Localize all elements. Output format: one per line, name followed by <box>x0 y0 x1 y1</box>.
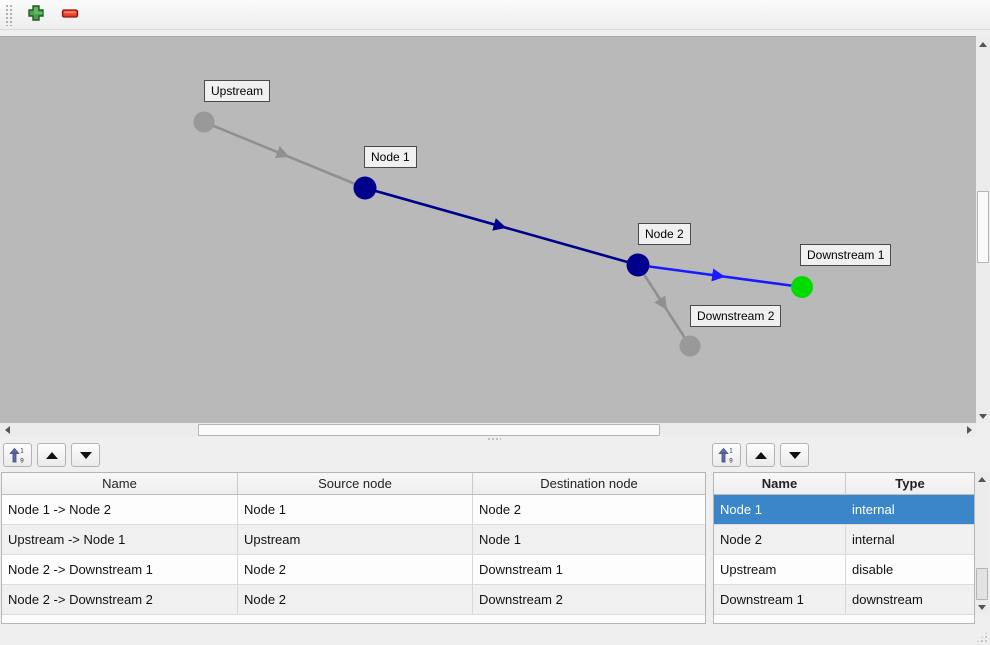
edge-row-2[interactable]: Upstream -> Node 1 Upstream Node 1 <box>2 525 705 555</box>
edge-row-4[interactable]: Node 2 -> Downstream 2 Node 2 Downstream… <box>2 585 705 615</box>
node-row-2[interactable]: Node 2 internal <box>714 525 974 555</box>
horizontal-scroll-thumb[interactable] <box>198 424 660 436</box>
svg-text:1: 1 <box>729 447 733 454</box>
edge-upstream-node1[interactable] <box>203 120 366 190</box>
edge-sort-button[interactable]: 1 9 <box>3 443 32 467</box>
column-header-destination[interactable]: Destination node <box>540 476 638 491</box>
edge-node1-node2[interactable] <box>364 186 639 267</box>
cell-destination: Node 2 <box>479 502 521 517</box>
column-header-source[interactable]: Source node <box>238 473 473 494</box>
cell-type: disable <box>852 562 894 577</box>
remove-node-icon <box>61 4 79 25</box>
svg-text:1: 1 <box>20 447 24 454</box>
cell-source: Node 1 <box>238 495 473 524</box>
node-table-empty-area <box>714 615 974 623</box>
cell-name: Node 2 -> Downstream 2 <box>2 585 238 614</box>
node-sort-button[interactable]: 1 9 <box>712 443 741 467</box>
cell-type: internal <box>852 502 895 517</box>
edge-row-3[interactable]: Node 2 -> Downstream 1 Node 2 Downstream… <box>2 555 705 585</box>
vertical-scroll-thumb[interactable] <box>977 191 989 263</box>
add-node-icon <box>27 4 45 25</box>
pane-splitter-handle[interactable] <box>487 437 501 442</box>
left-arrow-icon <box>4 426 10 434</box>
node-label-downstream1[interactable]: Downstream 1 <box>800 244 892 266</box>
svg-text:9: 9 <box>729 457 733 463</box>
node-downstream2[interactable] <box>679 335 701 357</box>
scroll-down-button[interactable] <box>975 600 989 614</box>
canvas-horizontal-scrollbar[interactable] <box>0 423 976 437</box>
edge-node2-downstream1[interactable] <box>637 263 803 289</box>
remove-node-button[interactable] <box>56 2 84 28</box>
node-table-header: Name Type <box>714 473 974 495</box>
svg-text:9: 9 <box>20 457 24 463</box>
cell-type: downstream <box>852 592 923 607</box>
cell-name: Node 1 <box>714 495 846 524</box>
scroll-left-button[interactable] <box>0 423 14 437</box>
main-toolbar <box>0 0 990 30</box>
node-row-4[interactable]: Downstream 1 downstream <box>714 585 974 615</box>
edge-table: Name Source node Destination node Node 1… <box>1 472 706 624</box>
toolbar-drag-handle[interactable] <box>5 3 13 26</box>
add-node-button[interactable] <box>22 2 50 28</box>
up-arrow-icon <box>978 476 986 482</box>
scroll-down-button[interactable] <box>976 409 990 423</box>
node-table: Name Type Node 1 internal Node 2 interna… <box>713 472 975 624</box>
node-node2[interactable] <box>626 253 650 277</box>
sort-ascending-icon: 1 9 <box>718 447 733 464</box>
cell-name: Upstream <box>714 555 846 584</box>
move-down-icon <box>79 451 92 459</box>
node-table-scrollbar[interactable] <box>975 472 989 614</box>
cell-source: Node 2 <box>238 555 473 584</box>
node-move-up-button[interactable] <box>746 443 775 467</box>
up-arrow-icon <box>979 41 987 47</box>
scroll-up-button[interactable] <box>975 472 989 486</box>
cell-source: Node 2 <box>238 585 473 614</box>
node-table-toolbar: 1 9 <box>712 443 809 467</box>
cell-name: Node 2 -> Downstream 1 <box>2 555 238 584</box>
cell-name: Node 1 -> Node 2 <box>2 495 238 524</box>
node-row-1[interactable]: Node 1 internal <box>714 495 974 525</box>
cell-source: Upstream <box>238 525 473 554</box>
edge-node2-downstream2[interactable] <box>636 264 692 347</box>
edge-table-toolbar: 1 9 <box>3 443 100 467</box>
vertical-scroll-thumb[interactable] <box>976 568 988 600</box>
edge-move-down-button[interactable] <box>71 443 100 467</box>
canvas-vertical-scrollbar[interactable] <box>976 37 990 423</box>
node-downstream1[interactable] <box>791 276 813 298</box>
cell-destination: Downstream 1 <box>479 562 563 577</box>
right-arrow-icon <box>966 426 972 434</box>
node-label-upstream[interactable]: Upstream <box>204 80 271 102</box>
move-down-icon <box>788 451 801 459</box>
node-move-down-button[interactable] <box>780 443 809 467</box>
graph-canvas[interactable]: Upstream Node 1 Node 2 Downstream 1 Down… <box>0 36 976 423</box>
edge-move-up-button[interactable] <box>37 443 66 467</box>
column-header-name[interactable]: Name <box>2 473 238 494</box>
cell-type: internal <box>852 532 895 547</box>
edge-row-1[interactable]: Node 1 -> Node 2 Node 1 Node 2 <box>2 495 705 525</box>
column-header-type[interactable]: Type <box>895 476 925 491</box>
cell-name: Node 2 <box>714 525 846 554</box>
cell-name: Upstream -> Node 1 <box>2 525 238 554</box>
window-resize-grip[interactable] <box>976 631 988 643</box>
down-arrow-icon <box>978 604 986 610</box>
edge-table-empty-area <box>2 615 705 623</box>
column-header-name[interactable]: Name <box>714 473 846 494</box>
node-label-downstream2[interactable]: Downstream 2 <box>690 305 782 327</box>
scroll-right-button[interactable] <box>962 423 976 437</box>
node-label-node2[interactable]: Node 2 <box>638 223 691 245</box>
node-label-node1[interactable]: Node 1 <box>364 146 417 168</box>
graph-svg <box>193 111 813 357</box>
cell-destination: Downstream 2 <box>479 592 563 607</box>
move-up-icon <box>45 451 58 459</box>
scroll-up-button[interactable] <box>976 37 990 51</box>
move-up-icon <box>754 451 767 459</box>
node-node1[interactable] <box>353 176 377 200</box>
sort-ascending-icon: 1 9 <box>9 447 24 464</box>
cell-destination: Node 1 <box>479 532 521 547</box>
node-upstream[interactable] <box>193 111 215 133</box>
edge-table-header: Name Source node Destination node <box>2 473 705 495</box>
cell-name: Downstream 1 <box>714 585 846 614</box>
down-arrow-icon <box>979 413 987 419</box>
node-row-3[interactable]: Upstream disable <box>714 555 974 585</box>
